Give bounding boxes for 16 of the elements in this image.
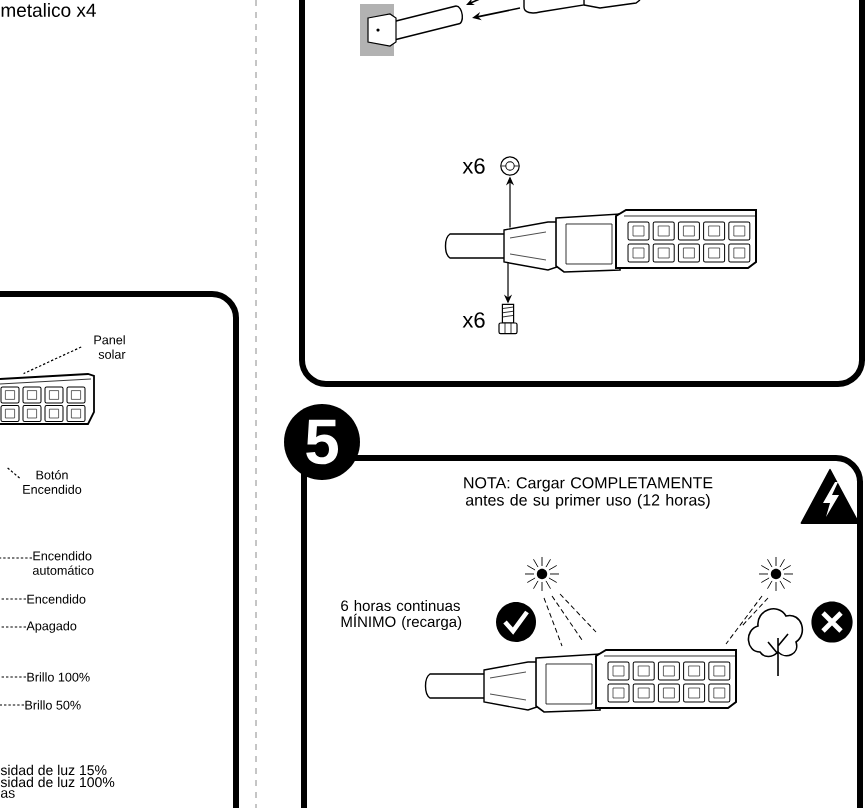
quantity-label: x6 bbox=[462, 312, 485, 328]
lamp-illustration bbox=[444, 209, 757, 273]
lamp-illustration bbox=[0, 373, 95, 425]
leader-line bbox=[0, 626, 27, 628]
step-number-badge: 5 bbox=[284, 404, 360, 480]
note-text: NOTA: Cargar COMPLETAMENTE antes de su primer uso (12 horas) bbox=[464, 477, 713, 509]
leader-line bbox=[23, 346, 82, 375]
rounded-panel bbox=[299, 0, 865, 387]
leader-line bbox=[0, 676, 27, 678]
quantity-label: x6 bbox=[462, 158, 485, 174]
label-text: metalico x4 bbox=[1, 3, 96, 17]
rounded-panel bbox=[0, 291, 239, 808]
leader-line bbox=[0, 704, 25, 706]
leader-line bbox=[0, 557, 33, 559]
leader-line bbox=[0, 598, 27, 600]
leader-line bbox=[7, 467, 21, 479]
